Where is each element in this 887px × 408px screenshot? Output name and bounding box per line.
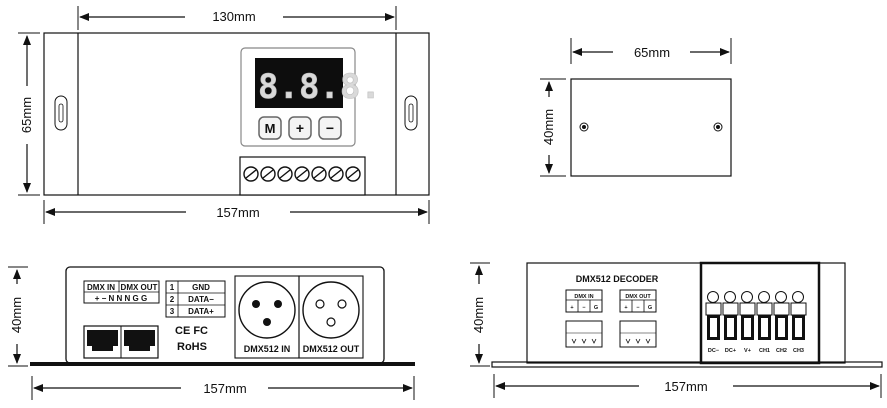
side-cover bbox=[570, 78, 732, 177]
svg-text:DMX IN: DMX IN bbox=[574, 294, 593, 300]
back-base-dimension: 157mm bbox=[493, 374, 882, 398]
channel-terminal: DC+ bbox=[722, 291, 739, 354]
back-dmx-out-block: DMX OUT + − G bbox=[619, 289, 657, 348]
channel-terminal: CH1 bbox=[756, 291, 773, 354]
pin-table: 1 GND 2 DATA− 3 DATA+ bbox=[165, 280, 226, 318]
svg-text:DMX OUT: DMX OUT bbox=[121, 283, 158, 292]
svg-text:157mm: 157mm bbox=[664, 379, 707, 394]
side-left-screw-icon bbox=[579, 122, 589, 132]
terminal-screw-icon bbox=[311, 166, 327, 182]
svg-text:G: G bbox=[648, 305, 652, 311]
svg-text:+: + bbox=[296, 120, 304, 136]
terminal-screw-icon bbox=[294, 166, 310, 182]
svg-text:DMX IN: DMX IN bbox=[87, 283, 115, 292]
svg-text:G: G bbox=[594, 305, 598, 311]
side-right-screw-icon bbox=[713, 122, 723, 132]
svg-text:157mm: 157mm bbox=[216, 205, 259, 220]
svg-text:DMX512 OUT: DMX512 OUT bbox=[303, 344, 360, 354]
channel-terminal: V+ bbox=[739, 291, 756, 354]
svg-text:+ − N N N G G: + − N N N G G bbox=[95, 294, 147, 303]
svg-text:−: − bbox=[326, 120, 334, 136]
top-height-dimension: 65mm bbox=[18, 32, 40, 196]
top-mounting-plate bbox=[43, 32, 430, 196]
right-mounting-slot-icon bbox=[404, 95, 418, 131]
xlr-in-connector[interactable]: DMX512 IN bbox=[234, 275, 300, 359]
side-view: 65mm 40mm bbox=[540, 38, 732, 177]
front-body bbox=[65, 266, 385, 364]
xlr-out-connector[interactable]: DMX512 OUT bbox=[298, 275, 364, 359]
svg-text:157mm: 157mm bbox=[203, 381, 246, 396]
channel-terminal: CH3 bbox=[790, 291, 807, 354]
channel-label: DC+ bbox=[725, 348, 736, 354]
mode-button[interactable]: M bbox=[258, 116, 282, 140]
svg-text:65mm: 65mm bbox=[634, 45, 670, 60]
back-base-plate bbox=[491, 361, 883, 368]
rj45-ports bbox=[83, 325, 159, 359]
channel-label: V+ bbox=[744, 348, 751, 354]
svg-text:M: M bbox=[265, 121, 276, 136]
channel-terminal: CH2 bbox=[773, 291, 790, 354]
terminal-screw-icon bbox=[277, 166, 293, 182]
top-base-dimension: 157mm bbox=[43, 200, 430, 224]
svg-text:2: 2 bbox=[170, 295, 175, 304]
terminal-screw-icon bbox=[328, 166, 344, 182]
svg-text:1: 1 bbox=[170, 283, 175, 292]
svg-text:+: + bbox=[624, 305, 627, 311]
channel-label: CH3 bbox=[793, 348, 804, 354]
svg-text:40mm: 40mm bbox=[541, 109, 556, 145]
left-mounting-slot-icon bbox=[54, 95, 68, 131]
front-base-dimension: 157mm bbox=[31, 376, 415, 400]
channel-terminal-frame bbox=[699, 261, 821, 365]
back-dmx-in-block: DMX IN + − G bbox=[565, 289, 603, 348]
svg-text:DMX512 IN: DMX512 IN bbox=[244, 344, 291, 354]
cert-marks: CE FC bbox=[175, 325, 208, 337]
svg-text:130mm: 130mm bbox=[212, 9, 255, 24]
svg-text:65mm: 65mm bbox=[19, 97, 34, 133]
rohs-mark: RoHS bbox=[177, 341, 207, 353]
svg-text:DATA+: DATA+ bbox=[188, 307, 214, 316]
plus-button[interactable]: + bbox=[288, 116, 312, 140]
decoder-title: DMX512 DECODER bbox=[576, 274, 659, 284]
svg-text:−: − bbox=[636, 305, 639, 311]
front-dmx-pin-box: DMX IN DMX OUT + − N N N G G bbox=[83, 280, 160, 304]
svg-text:3: 3 bbox=[170, 307, 175, 316]
svg-text:40mm: 40mm bbox=[471, 297, 486, 333]
back-height-dimension: 40mm bbox=[470, 262, 490, 367]
led-digits: 8.8.8. bbox=[258, 67, 381, 107]
front-height-dimension: 40mm bbox=[8, 266, 28, 367]
channel-terminals: DC− DC+ V+ CH1 CH2 CH3 bbox=[705, 291, 807, 354]
channel-label: DC− bbox=[708, 348, 719, 354]
terminal-screws bbox=[243, 166, 361, 182]
front-view: DMX IN DMX OUT + − N N N G G 1 GND 2 DAT… bbox=[8, 266, 415, 400]
top-view: 8.8.8. M + − 130mm 65m bbox=[18, 6, 430, 224]
channel-label: CH1 bbox=[759, 348, 770, 354]
back-body bbox=[526, 262, 846, 364]
back-view: DMX512 DECODER DMX IN + − G DMX OUT + − … bbox=[470, 261, 883, 398]
terminal-screw-icon bbox=[345, 166, 361, 182]
minus-button[interactable]: − bbox=[318, 116, 342, 140]
terminal-screw-icon bbox=[243, 166, 259, 182]
led-display bbox=[255, 58, 343, 108]
top-width-dimension: 130mm bbox=[77, 6, 397, 30]
svg-text:+: + bbox=[570, 305, 573, 311]
svg-text:DMX OUT: DMX OUT bbox=[625, 294, 651, 300]
terminal-screw-icon bbox=[260, 166, 276, 182]
channel-label: CH2 bbox=[776, 348, 787, 354]
channel-terminal: DC− bbox=[705, 291, 722, 354]
side-width-dimension: 65mm bbox=[570, 38, 732, 64]
front-base-plate bbox=[30, 362, 415, 366]
side-height-dimension: 40mm bbox=[540, 78, 566, 177]
svg-text:GND: GND bbox=[192, 283, 210, 292]
svg-text:−: − bbox=[582, 305, 585, 311]
svg-text:DATA−: DATA− bbox=[188, 295, 214, 304]
svg-text:40mm: 40mm bbox=[9, 297, 24, 333]
